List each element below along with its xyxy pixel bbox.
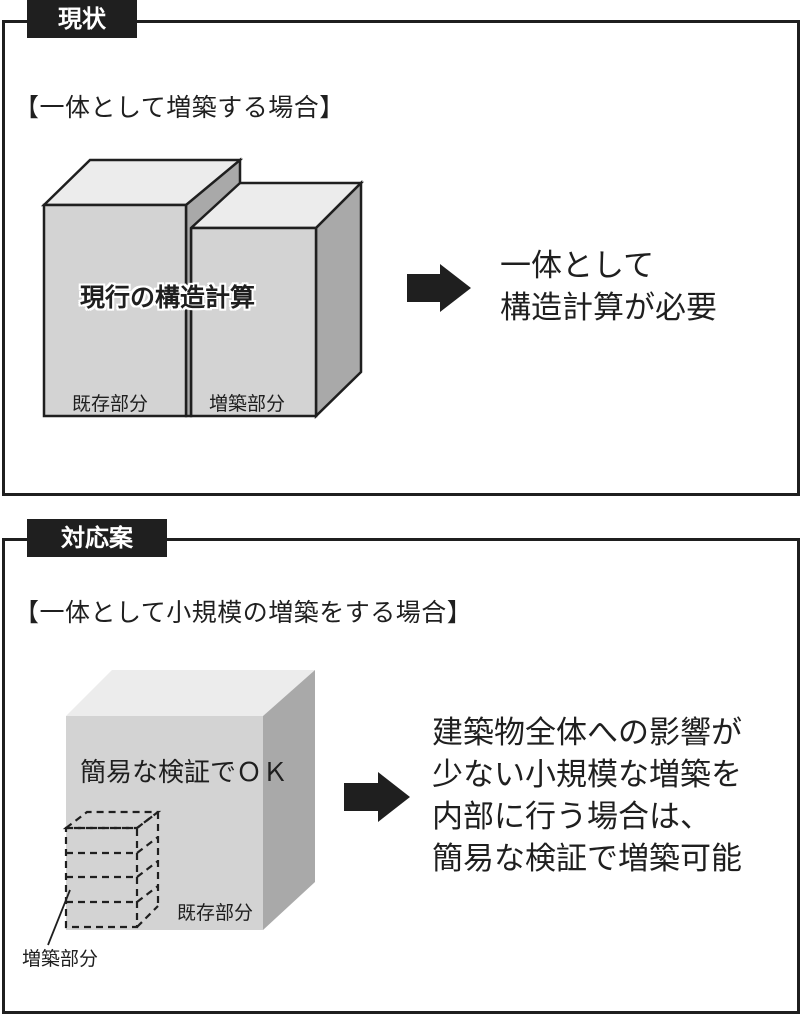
existing-part-label: 既存部分 xyxy=(72,393,149,415)
result-line: 内部に行う場合は、 xyxy=(432,799,711,835)
result-line: 少ない小規模な増築を xyxy=(432,757,742,793)
result-line: 建築物全体への影響が xyxy=(432,715,742,751)
right-arrow-icon xyxy=(344,772,410,822)
extension-block-current xyxy=(187,179,365,419)
existing-part-label: 既存部分 xyxy=(177,902,254,924)
current-situation-tab: 現状 xyxy=(27,0,137,38)
result-line: 一体として xyxy=(500,248,655,284)
current-situation-heading: 【一体として増築する場合】 xyxy=(14,93,345,122)
proposal-result-text: 建築物全体への影響が 少ない小規模な増築を 内部に行う場合は、 簡易な検証で増築… xyxy=(432,712,742,880)
current-result-text: 一体として 構造計算が必要 xyxy=(500,245,717,329)
extension-part-label: 増築部分 xyxy=(209,393,286,415)
extension-part-label: 増築部分 xyxy=(22,948,99,970)
result-line: 構造計算が必要 xyxy=(500,290,717,326)
structural-calculation-label: 現行の構造計算 xyxy=(80,283,256,312)
existing-block-proposal xyxy=(66,670,315,930)
proposal-tab: 対応案 xyxy=(27,519,167,557)
proposal-heading: 【一体として小規模の増築をする場合】 xyxy=(14,598,473,627)
extension-wireframe-proposal xyxy=(62,810,162,929)
result-line: 簡易な検証で増築可能 xyxy=(432,841,742,877)
extension-leader-line xyxy=(47,889,71,946)
simple-verification-label: 簡易な検証でＯＫ xyxy=(80,758,289,788)
existing-block-current xyxy=(40,157,244,418)
right-arrow-icon xyxy=(407,264,471,312)
